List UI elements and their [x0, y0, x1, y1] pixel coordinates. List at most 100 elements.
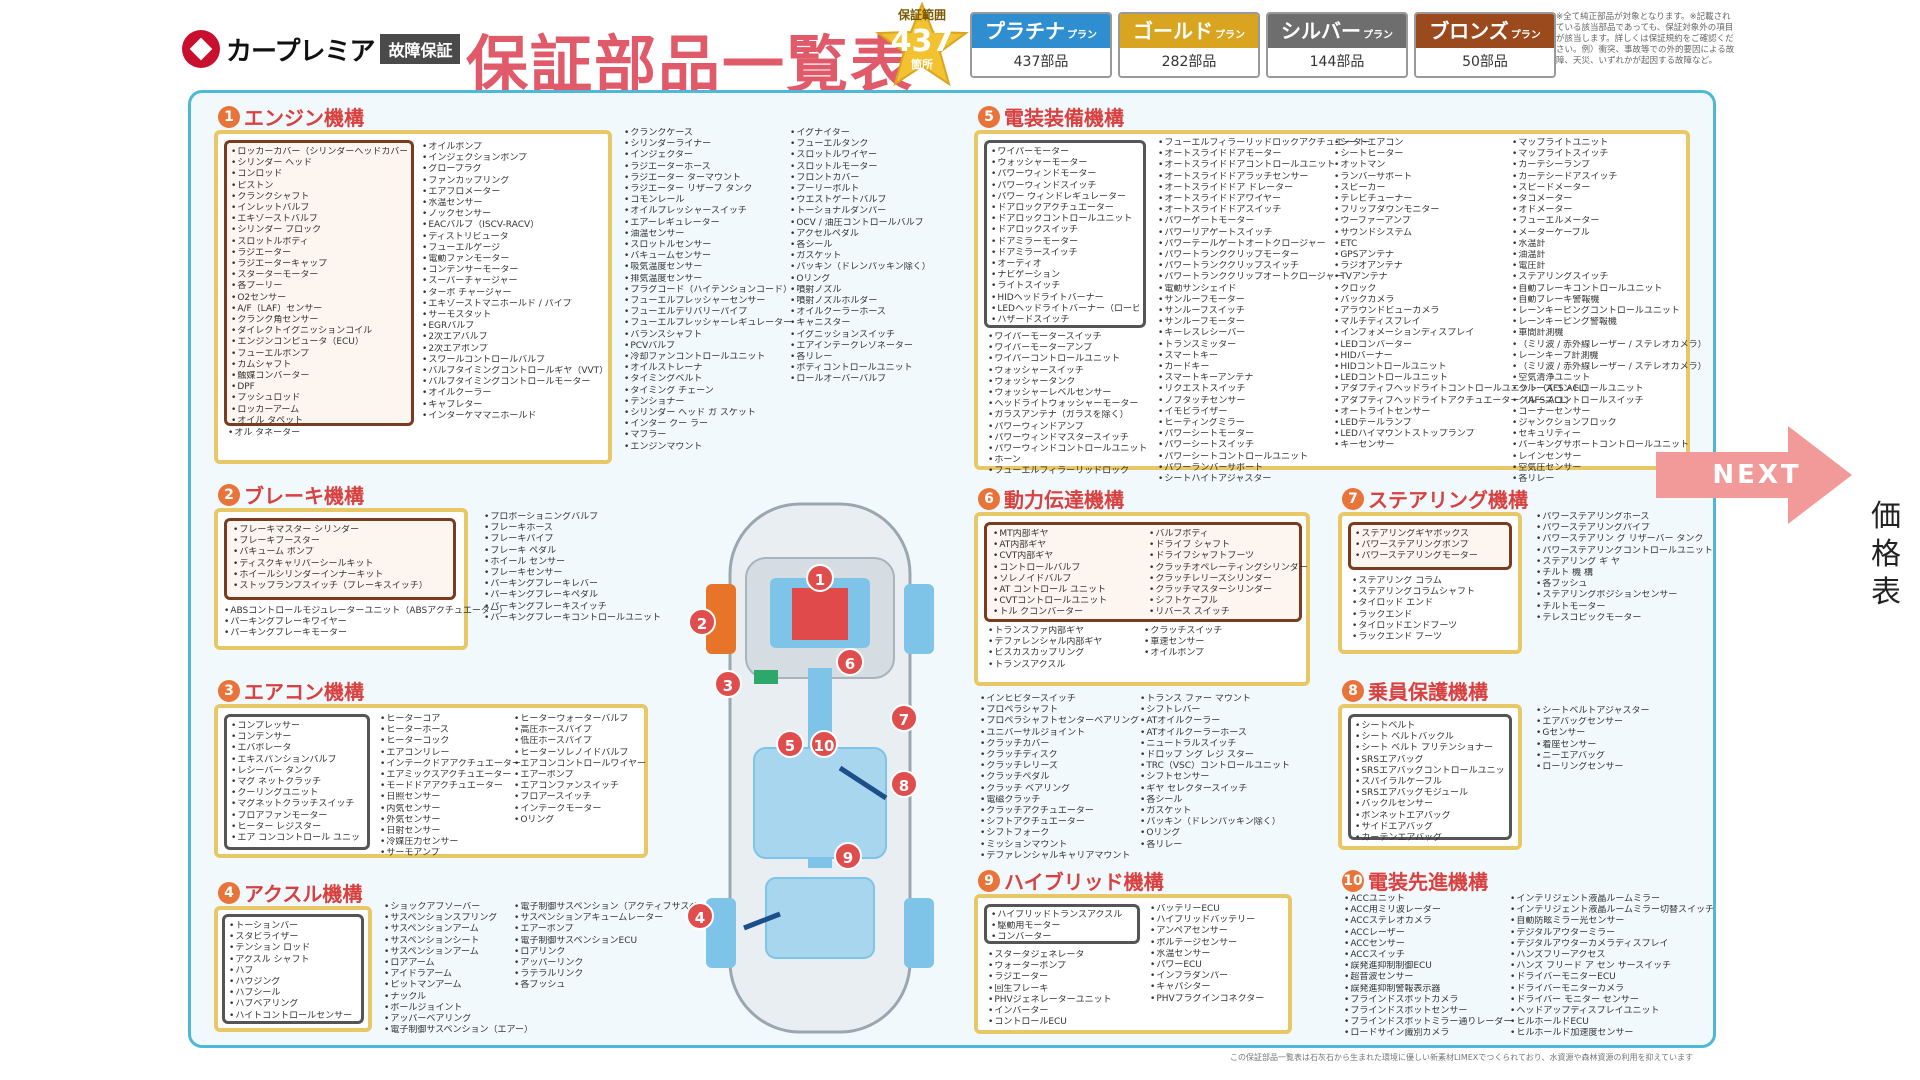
part-item: ハブシール: [229, 988, 357, 999]
part-item: マフラー: [624, 430, 792, 441]
part-item: ワイパーコントロールユニット: [988, 354, 1147, 365]
part-item: ボンネットエアバッグ: [1355, 811, 1505, 822]
part-item: ブレーキセンサー: [484, 568, 661, 579]
part-item: TVアンテナ: [1334, 272, 1593, 283]
part-item: 排気温度センサー: [624, 274, 792, 285]
part-item: 空気清浄ユニット: [1512, 373, 1707, 384]
part-item: AT コントロール ユニット: [993, 585, 1107, 596]
section-title-text: 電装装備機構: [1004, 106, 1124, 130]
drivetrain-list-col: トランス ファー マウントシフトレバーATオイルクーラーATオイルクーラーホース…: [1140, 694, 1290, 851]
part-item: パワーリアゲートスイッチ: [1158, 228, 1371, 239]
part-item: ノックセンサー: [422, 209, 608, 220]
part-item: ステアリングギヤボックス: [1355, 529, 1505, 540]
part-item: 各シール: [790, 240, 931, 251]
part-item: バルブボディ: [1149, 529, 1308, 540]
part-item: テレビチューナー: [1334, 194, 1593, 205]
part-item: （ミリ波 / 赤外線レーザー / ステレオカメラ）: [1512, 362, 1706, 373]
part-item: ホーン: [988, 455, 1147, 466]
part-item: 誤発進抑制警報表示器: [1344, 984, 1512, 995]
part-item: スロットルモーター: [790, 162, 931, 173]
part-item: オートスライドドアラッチセンサー: [1158, 172, 1371, 183]
part-item: サーモアンプ: [380, 848, 521, 859]
part-item: ABSコントロールモジュレーターユニット（ABSアクチュエーター）: [224, 606, 508, 617]
part-item: ヒーターソレノイドバルブ: [514, 748, 646, 759]
part-item: 2次エアバルブ: [422, 332, 608, 343]
part-item: ダイレクトイグニッションコイル: [231, 326, 407, 337]
part-item: シフトアクチュエーター: [980, 817, 1139, 828]
next-page-arrow[interactable]: NEXT: [1656, 426, 1852, 524]
part-item: ラジオアンテナ: [1334, 261, 1593, 272]
section-number: 3: [218, 679, 240, 702]
part-item: インテークモーター: [514, 804, 646, 815]
brake-core-list: ブレーキマスター シリンダーブレーキブースターバキューム ポンプディスクキャリパ…: [233, 525, 447, 592]
part-item: バックルセンサー: [1355, 799, 1505, 810]
part-item: インジェクター: [624, 150, 792, 161]
brake-extra-list: ABSコントロールモジュレーターユニット（ABSアクチュエーター） パーキングブレ…: [224, 606, 508, 640]
plan-platinum: プラチナプラン 437部品: [970, 12, 1112, 78]
page-title: 保証部品一覧表: [466, 28, 915, 101]
steering-core-list: ステアリングギヤボックスパワーステアリングポンプパワーステアリングモーター: [1355, 529, 1505, 563]
part-item: ATオイルクーラー: [1140, 716, 1290, 727]
diagram-marker: 4: [686, 902, 714, 930]
part-item: OCV / 油圧コントロールバルブ: [790, 218, 931, 229]
part-item: コンプレッサー: [231, 721, 363, 732]
part-item: ガラスアンテナ（ガラスを除く）: [988, 410, 1147, 421]
part-item: EACバルブ（ISCV-RACV）: [422, 220, 608, 231]
part-item: テンション ロッド: [229, 943, 357, 954]
hybrid-core-box: ハイブリッドトランスアクスル駆動用モーターコンバーター: [984, 904, 1140, 944]
car-illustration: [706, 502, 934, 1034]
part-item: パーキングブレーキモーター: [224, 628, 508, 639]
part-item: リクエストスイッチ: [1158, 384, 1371, 395]
part-item: ヒーターホース: [380, 725, 521, 736]
part-item: チルト 機 構: [1536, 568, 1713, 579]
occupant-tier-box: シートベルトシート ベルトバックルシート ベルト プリテンショナーSRSエアバッ…: [1338, 704, 1522, 850]
header: カープレミア 故障保証 保証部品一覧表 保証範囲 437 箇所 プラチナプラン …: [0, 0, 1920, 101]
part-item: パワーステアリングホース: [1536, 512, 1713, 523]
part-item: エバポレータ: [231, 743, 363, 754]
engine-core-box: ロッカーカバー（シリンダーヘッドカバー）シリンダー ヘッドコンロッドピストンクラ…: [224, 140, 414, 426]
part-item: ステアリングコラムシャフト: [1352, 587, 1475, 598]
brake-list-col: プロポーショニングバルブブレーキホースブレーキパイプブレーキ ペダルホイール セ…: [484, 512, 661, 624]
part-item: フューエルポンプ: [231, 349, 407, 360]
part-item: ドライブシャフトブーツ: [1149, 551, 1308, 562]
part-item: スロットルワイヤー: [790, 150, 931, 161]
part-item: シートハイトアジャスター: [1158, 474, 1371, 485]
part-item: スーパーチャージャー: [422, 276, 608, 287]
part-item: インバーター: [988, 1006, 1112, 1017]
part-item: カーテシードアスイッチ: [1512, 172, 1707, 183]
part-item: ワイパーモーターアンプ: [988, 343, 1147, 354]
part-item: 超音波センサー: [1344, 972, 1512, 983]
part-item: ドアロックコントロールユニット: [991, 214, 1139, 225]
part-item: ラジエーター ターマウント: [624, 173, 792, 184]
part-item: 電子制御サスペンション（エアー）: [384, 1025, 533, 1036]
part-item: ターボ チャージャー: [422, 288, 608, 299]
part-item: オイルプレッシャースイッチ: [624, 206, 792, 217]
part-item: バキュームセンサー: [624, 251, 792, 262]
part-item: HIDコントロールユニット: [1334, 362, 1593, 373]
part-item: サスペンションアーム: [384, 924, 533, 935]
brand-logo-icon: [182, 30, 220, 68]
part-item: ハンズ フリード ア セン サースイッチ: [1510, 961, 1714, 972]
part-item: 噴射ノズル: [790, 285, 931, 296]
star-unit: 箇所: [911, 58, 933, 71]
part-item: ブレーキブースター: [233, 536, 447, 547]
part-item: パワーステアリン グ リザーバー タンク: [1536, 534, 1713, 545]
part-item: 2次エアポンプ: [422, 344, 608, 355]
part-item: ハザードスイッチ: [991, 315, 1139, 326]
part-item: エアコンコントロールワイヤー: [514, 759, 646, 770]
part-item: フューエルデリバリーパイプ: [624, 307, 792, 318]
hybrid-core-list: ハイブリッドトランスアクスル駆動用モーターコンバーター: [991, 910, 1133, 944]
part-item: A/F（LAF）センサー: [231, 304, 407, 315]
part-item: シフトセンサー: [1140, 772, 1290, 783]
part-item: LEDヘッドライトバーナー（ロービーム/ハイビーム）: [991, 304, 1139, 315]
axle-tier-box: トーションバースタビライザーテンション ロッドアクスル シャフトハブハウジングハ…: [214, 906, 372, 1032]
part-item: パワーウィンドモーター: [991, 169, 1139, 180]
occupant-core-box: シートベルトシート ベルトバックルシート ベルト プリテンショナーSRSエアバッ…: [1348, 714, 1512, 843]
part-item: ラックエンド: [1352, 610, 1475, 621]
part-item: バルブタイミングコントロールモーター: [422, 377, 608, 388]
section-title-text: アクスル機構: [244, 882, 363, 906]
part-item: シフトケーブル: [1149, 596, 1308, 607]
